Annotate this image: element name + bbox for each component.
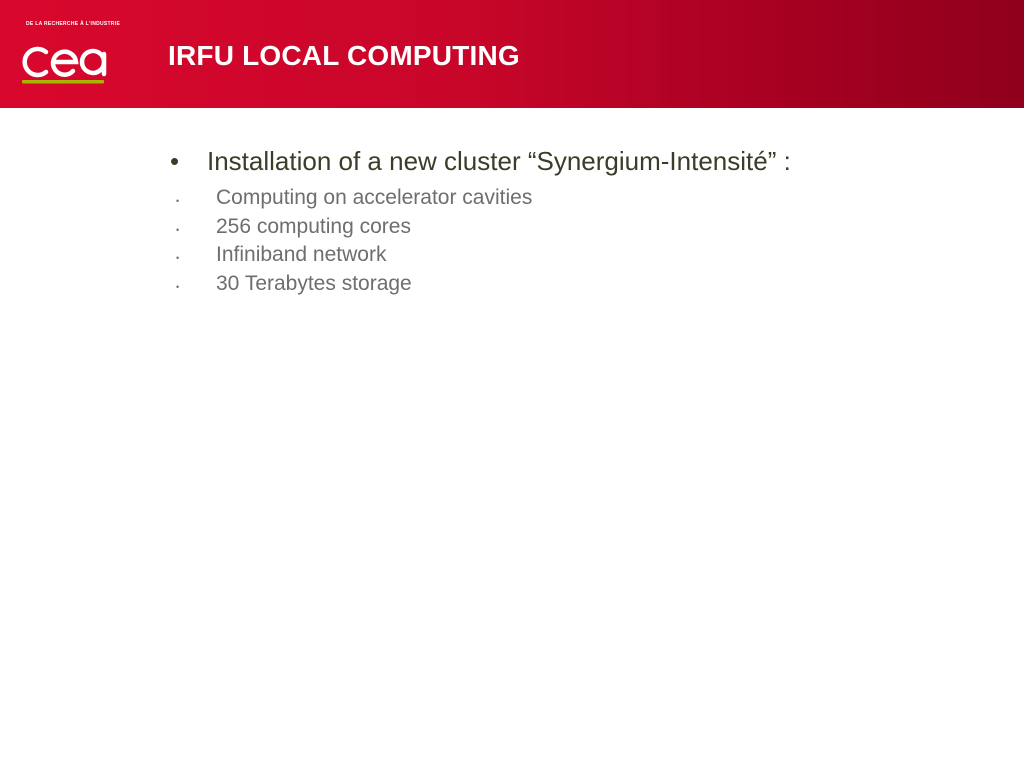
sub-bullet-text: Computing on accelerator cavities [216,186,533,209]
header-bar: DE LA RECHERCHE À L'INDUSTRIE IRFU LOCAL… [0,0,1024,108]
logo-tagline: DE LA RECHERCHE À L'INDUSTRIE [26,21,121,27]
list-item: • 30 Terabytes storage [176,272,532,301]
list-item: • Computing on accelerator cavities [176,186,532,215]
cea-logo: DE LA RECHERCHE À L'INDUSTRIE [20,20,120,88]
sub-bullet-text: 30 Terabytes storage [216,271,412,295]
sub-bullet-marker: • [176,196,180,206]
cea-logo-icon [22,46,107,84]
sub-bullet-marker: • [176,253,180,263]
sub-bullet-list: • Computing on accelerator cavities • 25… [176,186,532,300]
logo-underline [22,80,104,84]
sub-bullet-text: 256 computing cores [216,214,411,238]
sub-bullet-marker: • [176,281,180,292]
bullet-marker: • [170,146,180,176]
sub-bullet-text: Infiniband network [216,243,387,266]
list-item: • 256 computing cores [176,215,532,244]
slide-title: IRFU LOCAL COMPUTING [168,40,520,71]
main-bullet-text: Installation of a new cluster “Synergium… [207,146,791,176]
list-item: • Infiniband network [176,243,532,272]
main-bullet: • Installation of a new cluster “Synergi… [170,146,791,177]
sub-bullet-marker: • [176,224,180,235]
